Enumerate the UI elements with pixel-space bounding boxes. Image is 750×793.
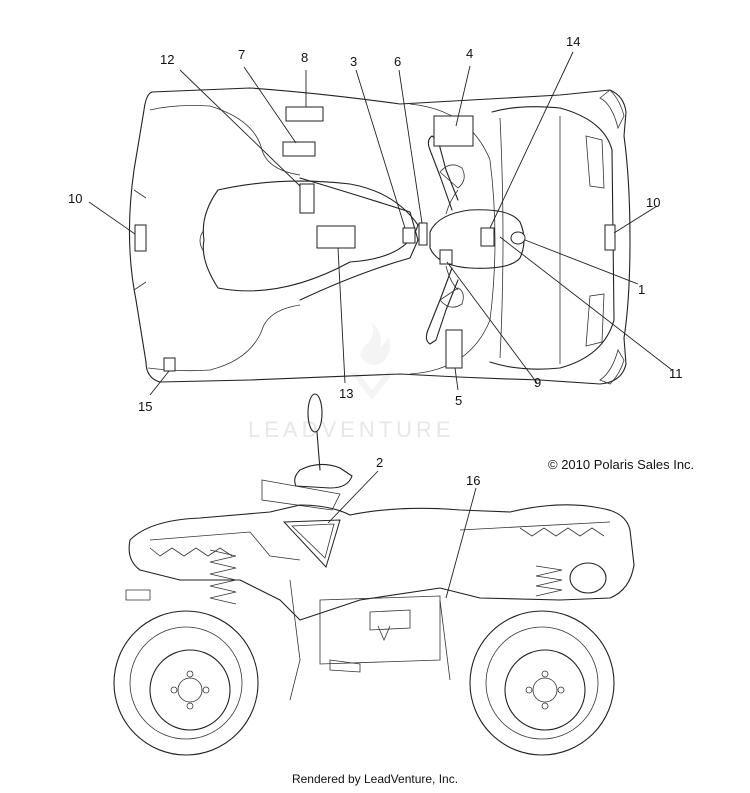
watermark-text: LEADVENTURE <box>248 417 455 442</box>
decal-7 <box>282 141 316 157</box>
callout-2: 2 <box>376 455 383 470</box>
callout-13: 13 <box>339 386 353 401</box>
decal-1 <box>510 231 526 245</box>
decal-3 <box>402 227 416 244</box>
callout-10-left: 10 <box>68 191 82 206</box>
copyright-notice: © 2010 Polaris Sales Inc. <box>548 457 695 472</box>
callout-14: 14 <box>566 34 580 49</box>
decal-8 <box>285 106 324 122</box>
callout-1: 1 <box>638 282 645 297</box>
decal-4 <box>433 115 474 147</box>
callout-4: 4 <box>466 46 473 61</box>
atv-side-view <box>113 393 635 756</box>
decal-12 <box>299 183 315 214</box>
wheel-right <box>469 610 615 756</box>
wheel-left <box>113 610 259 756</box>
callout-9: 9 <box>534 375 541 390</box>
atv-top-view <box>128 87 631 385</box>
callout-8: 8 <box>301 50 308 65</box>
callout-15: 15 <box>138 399 152 414</box>
decal-13 <box>316 225 356 249</box>
callout-7: 7 <box>238 47 245 62</box>
callout-3: 3 <box>350 54 357 69</box>
callout-6: 6 <box>394 54 401 69</box>
callout-labels: 1 2 3 4 5 6 7 8 9 10 10 11 12 13 14 15 1… <box>68 34 683 488</box>
decal-15 <box>163 357 176 372</box>
decal-6 <box>418 222 428 246</box>
decal-5 <box>445 329 463 369</box>
decal-10-front <box>604 224 616 251</box>
callout-12: 12 <box>160 52 174 67</box>
callout-11: 11 <box>669 366 683 381</box>
watermark-logo <box>350 323 394 400</box>
callout-5: 5 <box>455 393 462 408</box>
decal-9 <box>439 249 453 265</box>
callout-16: 16 <box>466 473 480 488</box>
decal-10-rear <box>134 224 147 252</box>
mirror-icon <box>307 393 323 433</box>
render-credit: Rendered by LeadVenture, Inc. <box>291 772 459 786</box>
leader-lines <box>88 51 673 599</box>
decal-2 <box>282 519 341 568</box>
callout-10-right: 10 <box>646 195 660 210</box>
decal-14 <box>480 227 495 247</box>
